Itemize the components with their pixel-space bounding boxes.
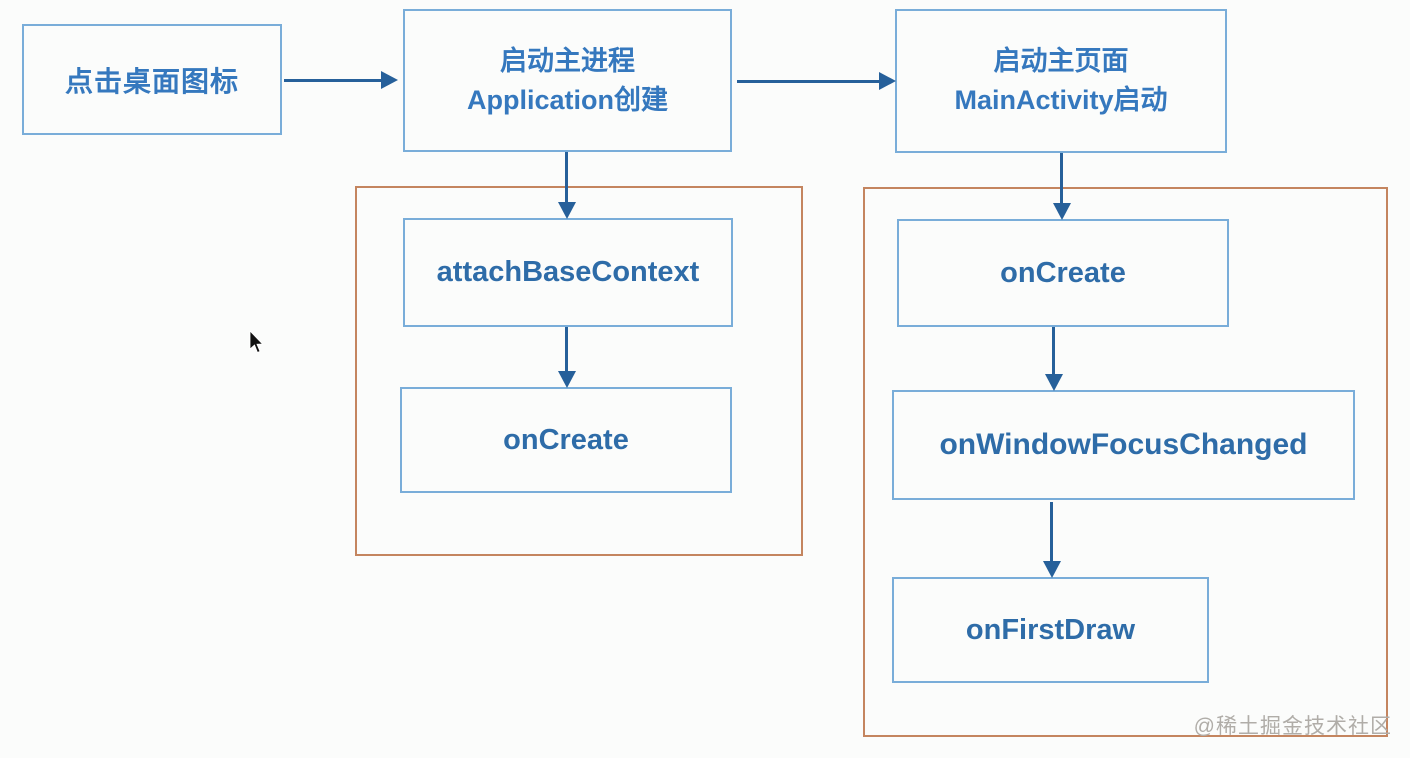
node-application-oncreate: onCreate bbox=[400, 387, 732, 493]
node-label: 点击桌面图标 bbox=[64, 65, 239, 97]
node-label: onFirstDraw bbox=[965, 613, 1136, 646]
watermark: @稀土掘金技术社区 bbox=[1193, 715, 1392, 738]
node-attachbasecontext: attachBaseContext bbox=[403, 218, 733, 327]
node-label: onCreate bbox=[1000, 256, 1126, 289]
mouse-cursor-icon bbox=[249, 330, 265, 360]
node-activity-oncreate: onCreate bbox=[897, 219, 1229, 327]
node-click-desktop-icon: 点击桌面图标 bbox=[22, 24, 282, 135]
group-activity-lifecycle bbox=[863, 187, 1388, 737]
node-label: attachBaseContext bbox=[436, 256, 700, 288]
node-label: onCreate bbox=[503, 423, 629, 456]
node-label-line2: Application创建 bbox=[467, 84, 668, 115]
node-start-main-process: 启动主进程 Application创建 bbox=[403, 9, 732, 152]
group-application-lifecycle bbox=[355, 186, 803, 556]
node-onwindowfocuschanged: onWindowFocusChanged bbox=[892, 390, 1355, 500]
node-label-line1: 启动主进程 bbox=[500, 45, 635, 76]
node-start-main-page: 启动主页面 MainActivity启动 bbox=[895, 9, 1227, 153]
node-onfirstdraw: onFirstDraw bbox=[892, 577, 1209, 683]
node-label-line2: MainActivity启动 bbox=[954, 85, 1168, 115]
node-label-line1: 启动主页面 bbox=[993, 46, 1129, 76]
node-label: onWindowFocusChanged bbox=[939, 428, 1308, 461]
